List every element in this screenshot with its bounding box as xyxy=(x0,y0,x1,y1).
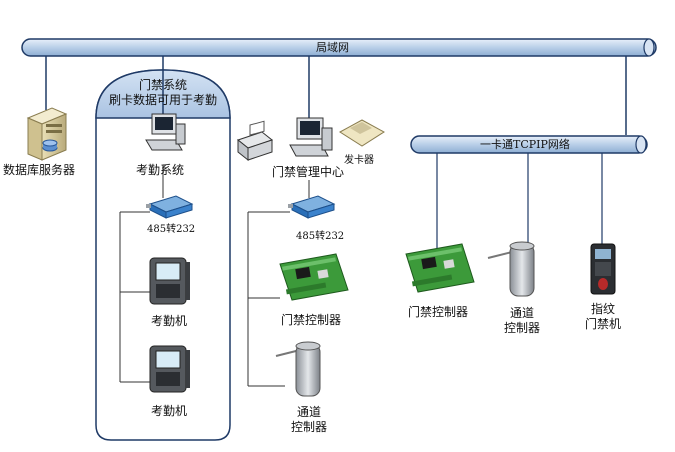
card-issuer-icon xyxy=(339,119,385,147)
lan-bus xyxy=(21,38,657,57)
access-wiring xyxy=(247,180,310,387)
tcpip-controller-label: 门禁控制器 xyxy=(408,305,469,319)
attendance-terminal-icon xyxy=(149,345,190,393)
printer-icon xyxy=(236,120,274,162)
lan-bus-label: 局域网 xyxy=(316,41,349,54)
access-turnstile-label-line2: 控制器 xyxy=(291,420,328,434)
attendance-zone-title: 门禁系统 xyxy=(138,78,187,92)
attendance-terminal-label: 考勤机 xyxy=(151,404,188,418)
attendance-converter-icon xyxy=(146,195,194,219)
access-controller-board-icon xyxy=(279,253,349,301)
access-converter-label: 485转232 xyxy=(296,231,345,242)
tcpip-turnstile-label-line2: 控制器 xyxy=(504,321,541,335)
attendance-terminal-label: 考勤机 xyxy=(151,314,188,328)
fingerprint-label-line2: 门禁机 xyxy=(585,317,622,331)
attendance-system-label: 考勤系统 xyxy=(136,163,185,177)
attendance-wiring xyxy=(119,165,164,383)
access-controller-label: 门禁控制器 xyxy=(281,313,342,327)
attendance-computer-icon xyxy=(145,113,186,151)
tcpip-bus-label: 一卡通TCPIP网络 xyxy=(480,138,570,151)
attendance-zone-subtitle: 刷卡数据可用于考勤 xyxy=(108,93,217,107)
tcpip-controller-board-icon xyxy=(405,243,475,293)
tcpip-turnstile-icon xyxy=(487,241,535,297)
access-turnstile-icon xyxy=(275,341,321,397)
fingerprint-device-icon xyxy=(590,243,616,295)
attendance-converter-label: 485转232 xyxy=(147,224,196,235)
lan-drops xyxy=(45,55,627,135)
database-server-icon xyxy=(26,107,68,161)
access-converter-icon xyxy=(288,195,336,219)
card-issuer-label: 发卡器 xyxy=(344,155,374,166)
fingerprint-label-line1: 指纹 xyxy=(591,302,616,316)
attendance-terminal-icon xyxy=(149,257,190,305)
database-server-label: 数据库服务器 xyxy=(3,163,76,177)
tcpip-bus xyxy=(410,135,648,154)
access-turnstile-label-line1: 通道 xyxy=(297,405,322,419)
attendance-zone xyxy=(95,69,231,441)
access-center-computer-icon xyxy=(289,117,333,157)
tcpip-drops xyxy=(436,153,603,248)
tcpip-turnstile-label-line1: 通道 xyxy=(510,306,535,320)
access-center-label: 门禁管理中心 xyxy=(272,165,345,179)
